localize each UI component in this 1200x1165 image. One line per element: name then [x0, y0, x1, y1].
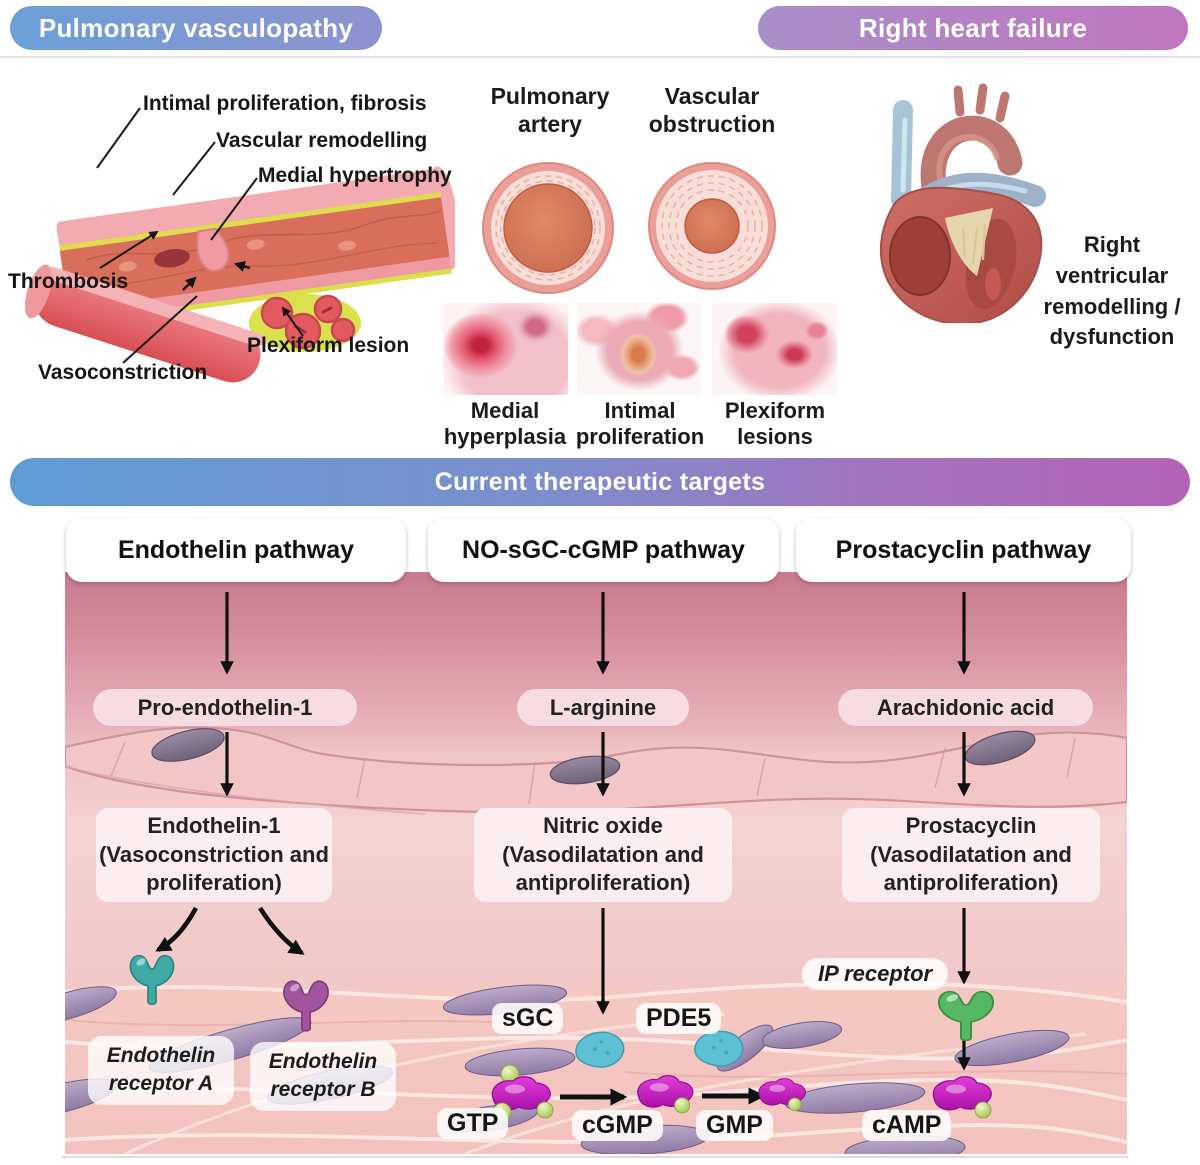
label-gmp: GMP: [696, 1110, 773, 1141]
mediator-effect: (Vasodilatation and antiproliferation): [502, 841, 704, 896]
heart-illustration: [879, 83, 1046, 323]
label-plexiform-lesion: Plexiform lesion: [247, 334, 410, 357]
heart-body: [879, 186, 1043, 323]
mediator-effect: (Vasoconstriction and proliferation): [99, 841, 329, 896]
label-plexiform-lesions: Plexiform lesions: [724, 398, 826, 449]
label-thrombosis: Thrombosis: [8, 270, 129, 293]
heart-vessels: [891, 83, 1046, 211]
pill-l-arginine: L-arginine: [517, 689, 689, 726]
mediator-name: Endothelin-1: [147, 813, 281, 839]
large-vessel-cutaway: [56, 166, 455, 328]
divider-bottom: [62, 1156, 1128, 1158]
label-vasoconstriction: Vasoconstriction: [38, 361, 208, 384]
banner-right-heart-failure: Right heart failure: [758, 6, 1188, 50]
label-camp: cAMP: [862, 1110, 952, 1141]
cross-section-normal: [482, 162, 614, 294]
label-gtp: GTP: [437, 1108, 509, 1139]
label-pde5: PDE5: [636, 1003, 722, 1034]
label-endothelin-receptor-a: Endothelin receptor A: [88, 1036, 234, 1105]
mediator-name: Nitric oxide: [543, 813, 663, 839]
label-vascular-remodelling: Vascular remodelling: [216, 129, 428, 152]
title-pulmonary-artery: Pulmonary artery: [490, 83, 610, 138]
label-endothelin-receptor-b: Endothelin receptor B: [250, 1042, 396, 1111]
label-ip-receptor: IP receptor: [802, 958, 949, 990]
histology-intimal-proliferation-image: [577, 303, 702, 395]
box-prostacyclin: Prostacyclin (Vasodilatation and antipro…: [842, 808, 1100, 902]
cross-section-obstructed: [648, 162, 776, 290]
label-medial-hypertrophy: Medial hypertrophy: [258, 164, 452, 187]
title-vascular-obstruction: Vascular obstruction: [648, 83, 776, 138]
banner-current-therapeutic-targets: Current therapeutic targets: [10, 458, 1190, 506]
constricted-vessel-tube: [24, 264, 265, 383]
box-nitric-oxide: Nitric oxide (Vasodilatation and antipro…: [474, 808, 732, 902]
label-intimal-proliferation: Intimal proliferation, fibrosis: [143, 92, 427, 115]
pill-pro-endothelin-1: Pro-endothelin-1: [93, 689, 357, 726]
title-endothelin-pathway: Endothelin pathway: [66, 518, 406, 582]
label-leader-lines: [96, 107, 304, 364]
diseased-vessel-illustration: [24, 107, 455, 383]
title-prostacyclin-pathway: Prostacyclin pathway: [796, 518, 1131, 582]
banner-pulmonary-vasculopathy: Pulmonary vasculopathy: [10, 6, 382, 50]
caption-rv-remodelling: Right ventricular remodelling / dysfunct…: [1043, 232, 1181, 350]
histology-medial-hyperplasia-image: [443, 303, 568, 395]
label-intimal-proliferation-histology: Intimal proliferation: [575, 398, 705, 449]
divider-top: [0, 56, 1200, 58]
label-medial-hyperplasia: Medial hyperplasia: [443, 398, 567, 449]
mediator-effect: (Vasodilatation and antiproliferation): [870, 841, 1072, 896]
label-sgc: sGC: [492, 1003, 564, 1034]
pill-arachidonic-acid: Arachidonic acid: [838, 689, 1093, 726]
label-cgmp: cGMP: [572, 1110, 663, 1141]
histology-plexiform-lesions-image: [712, 303, 837, 395]
vessel-annotation-arrows: [182, 261, 251, 291]
endothelium-band: [65, 726, 1127, 815]
vessel-cross-sections: [482, 162, 776, 294]
box-endothelin-1: Endothelin-1 (Vasoconstriction and proli…: [96, 808, 332, 902]
title-no-sgc-cgmp-pathway: NO-sGC-cGMP pathway: [428, 518, 779, 582]
mediator-name: Prostacyclin: [905, 813, 1037, 839]
